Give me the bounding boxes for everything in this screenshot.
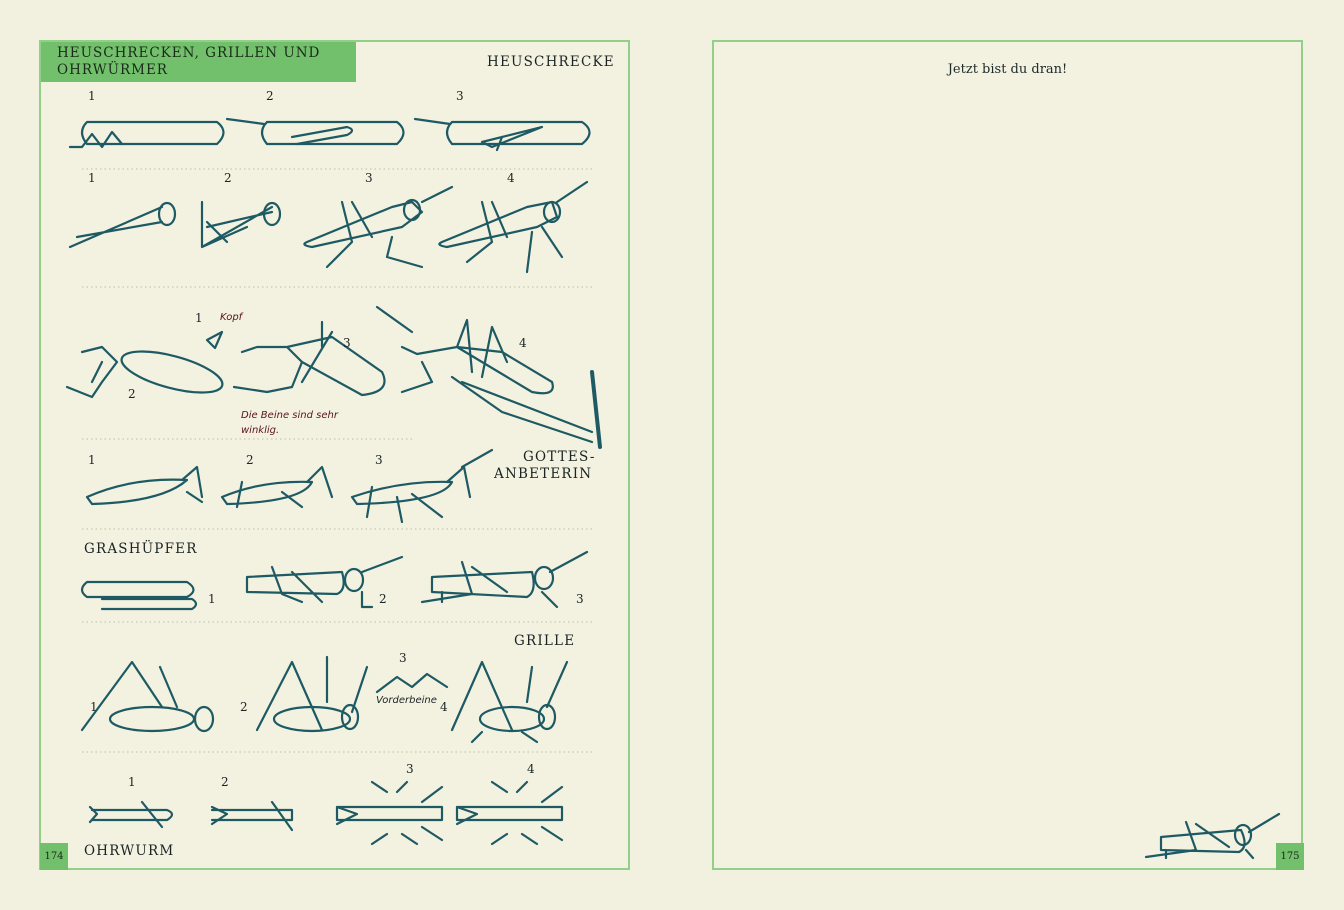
grashuepfer-steps bbox=[80, 550, 589, 611]
chapter-header-band: HEUSCHRECKEN, GRILLEN UND OHRWÜRMER bbox=[41, 42, 356, 82]
gottesanbeterin-large bbox=[65, 305, 602, 449]
ohrwurm-steps bbox=[88, 780, 564, 846]
step-number: 2 bbox=[266, 89, 274, 103]
step-number: 2 bbox=[246, 453, 254, 467]
step-number: 4 bbox=[507, 171, 515, 185]
section-ohrwurm: OHRWURM bbox=[84, 843, 175, 859]
chapter-title: HEUSCHRECKEN, GRILLEN UND OHRWÜRMER bbox=[57, 45, 321, 78]
left-page: HEUSCHRECKEN, GRILLEN UND OHRWÜRMER HEUS… bbox=[39, 40, 630, 870]
step-number: 2 bbox=[221, 775, 229, 789]
section-gottesanbeterin-line1: GOTTES- bbox=[523, 449, 596, 465]
step-number: 2 bbox=[379, 592, 387, 606]
step-number: 1 bbox=[88, 453, 96, 467]
step-number: 3 bbox=[456, 89, 464, 103]
annotation-kopf: Kopf bbox=[220, 312, 243, 323]
gottesanbeterin-steps bbox=[85, 448, 494, 524]
step-number: 3 bbox=[365, 171, 373, 185]
step-number: 2 bbox=[224, 171, 232, 185]
right-page: Jetzt bist du dran! 175 bbox=[712, 40, 1304, 870]
step-number: 1 bbox=[208, 592, 216, 606]
step-number: 1 bbox=[128, 775, 136, 789]
step-number: 4 bbox=[519, 336, 527, 350]
heuschrecke-steps-row1 bbox=[68, 117, 591, 152]
annotation-beine-line2: winklig. bbox=[241, 425, 280, 436]
step-number: 1 bbox=[88, 171, 96, 185]
drawing-illustrations bbox=[65, 117, 602, 846]
section-heuschrecke: HEUSCHRECKE bbox=[487, 54, 615, 70]
step-number: 1 bbox=[88, 89, 96, 103]
page-number-right: 175 bbox=[1276, 843, 1304, 870]
step-number: 3 bbox=[343, 336, 351, 350]
section-grille: GRILLE bbox=[514, 633, 576, 649]
step-number: 1 bbox=[90, 700, 98, 714]
step-number: 4 bbox=[440, 700, 448, 714]
annotation-vorderbeine: Vorderbeine bbox=[376, 695, 437, 706]
step-number: 3 bbox=[576, 592, 584, 606]
step-number: 2 bbox=[128, 387, 136, 401]
section-grashuepfer: GRASHÜPFER bbox=[84, 541, 198, 557]
section-gottesanbeterin-line2: ANBETERIN bbox=[494, 466, 593, 482]
practice-title: Jetzt bist du dran! bbox=[947, 62, 1068, 77]
grille-steps bbox=[80, 655, 569, 744]
step-number: 4 bbox=[527, 762, 535, 776]
step-number: 1 bbox=[195, 311, 203, 325]
step-number: 2 bbox=[240, 700, 248, 714]
heuschrecke-steps-row2 bbox=[68, 180, 589, 274]
annotation-beine-line1: Die Beine sind sehr bbox=[241, 410, 338, 421]
step-number: 3 bbox=[375, 453, 383, 467]
step-number: 3 bbox=[399, 651, 407, 665]
step-number: 3 bbox=[406, 762, 414, 776]
page-number-left: 174 bbox=[40, 843, 68, 870]
grasshopper-icon bbox=[1144, 812, 1281, 860]
